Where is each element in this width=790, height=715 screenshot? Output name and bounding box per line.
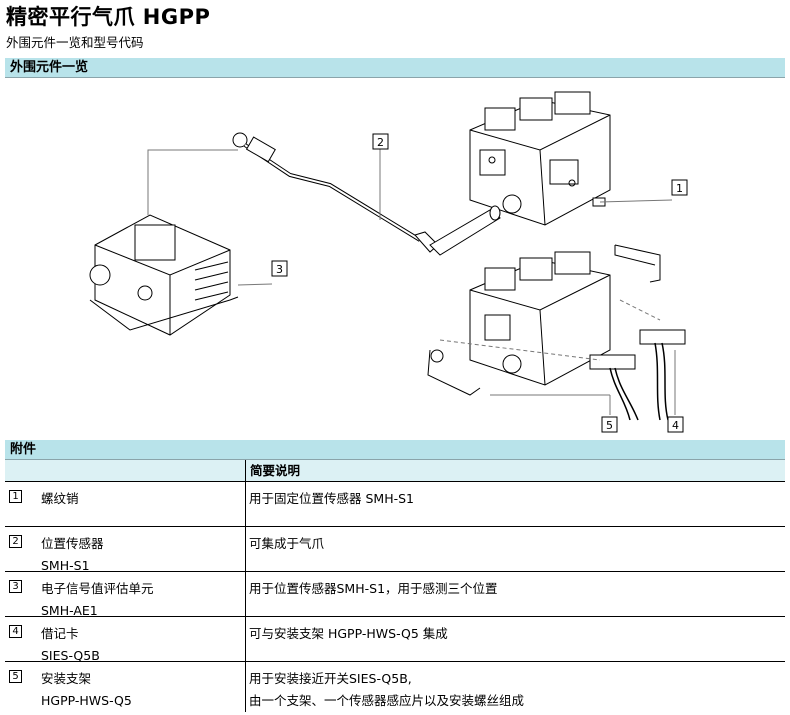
row-name: 位置传感器 SMH-S1 [41, 533, 104, 577]
evaluation-unit-drawing [90, 150, 272, 335]
row-description: 可与安装支架 HGPP-HWS-Q5 集成 [249, 623, 448, 645]
callout-5-label: 5 [606, 419, 613, 432]
table-row: 3 电子信号值评估单元 SMH-AE1 用于位置传感器SMH-S1，用于感测三个… [5, 572, 785, 617]
gripper-bottom-drawing [428, 245, 685, 420]
row-description: 用于位置传感器SMH-S1，用于感测三个位置 [249, 578, 498, 600]
page-subtitle: 外围元件一览和型号代码 [6, 35, 144, 51]
column-header-description: 简要说明 [245, 460, 300, 481]
row-number: 3 [9, 580, 22, 593]
position-sensor-drawing [233, 133, 500, 255]
accessories-table-header: 简要说明 [5, 460, 785, 482]
row-name: 安装支架 HGPP-HWS-Q5 [41, 668, 132, 712]
row-description: 可集成于气爪 [249, 533, 324, 555]
table-row: 2 位置传感器 SMH-S1 可集成于气爪 [5, 527, 785, 572]
row-name: 电子信号值评估单元 SMH-AE1 [41, 578, 154, 622]
callout-4-label: 4 [672, 419, 679, 432]
row-number: 4 [9, 625, 22, 638]
row-name: 借记卡 SIES-Q5B [41, 623, 100, 667]
table-row: 5 安装支架 HGPP-HWS-Q5 用于安装接近开关SIES-Q5B, 由一个… [5, 662, 785, 712]
section-header-accessories: 附件 [5, 440, 785, 460]
row-number: 2 [9, 535, 22, 548]
callout-2-label: 2 [377, 136, 384, 149]
table-row: 1 螺纹销 用于固定位置传感器 SMH-S1 [5, 482, 785, 527]
gripper-top-drawing [470, 92, 672, 225]
row-number: 5 [9, 670, 22, 683]
callout-3-label: 3 [276, 263, 283, 276]
callout-1-label: 1 [676, 182, 683, 195]
table-row: 4 借记卡 SIES-Q5B 可与安装支架 HGPP-HWS-Q5 集成 [5, 617, 785, 662]
row-number: 1 [9, 490, 22, 503]
accessories-table: 1 螺纹销 用于固定位置传感器 SMH-S1 2 位置传感器 SMH-S1 可集… [5, 482, 785, 712]
row-description: 用于安装接近开关SIES-Q5B, 由一个支架、一个传感器感应片以及安装螺丝组成 [249, 668, 524, 712]
row-description: 用于固定位置传感器 SMH-S1 [249, 488, 414, 510]
page-title: 精密平行气爪 HGPP [6, 4, 210, 30]
section-header-overview: 外围元件一览 [5, 58, 785, 78]
peripherals-overview-drawing: 1 2 3 4 5 [0, 78, 790, 438]
row-name: 螺纹销 [41, 488, 79, 510]
